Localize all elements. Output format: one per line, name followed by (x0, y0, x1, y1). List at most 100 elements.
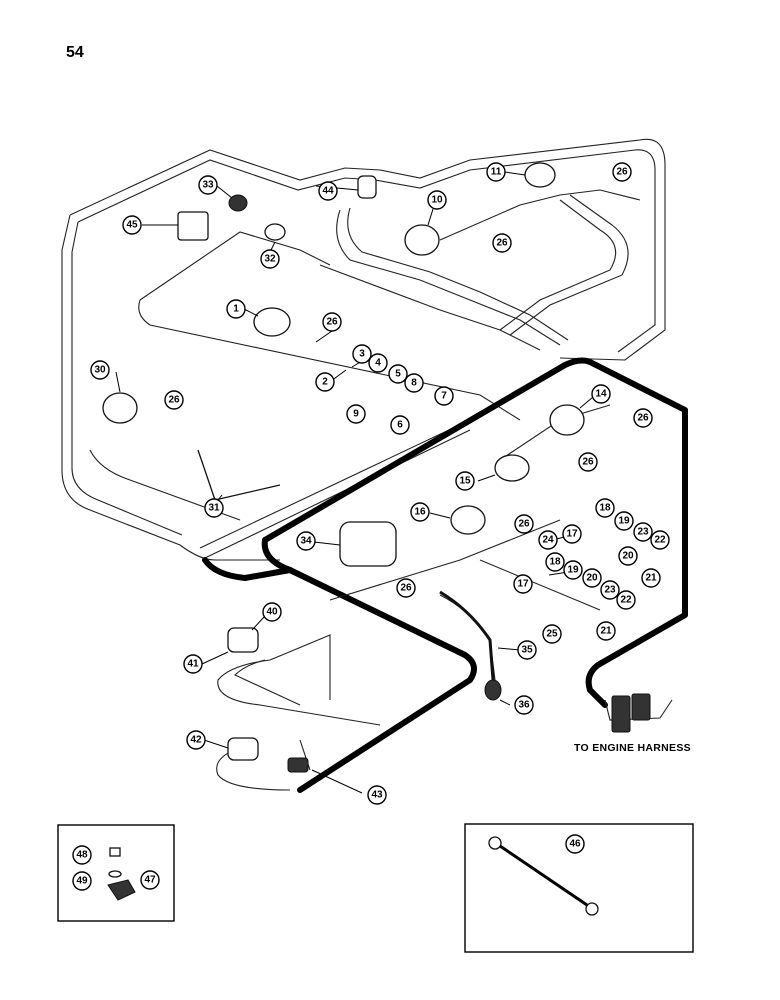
callout-41: 41 (183, 654, 203, 674)
callout-48: 48 (72, 845, 92, 865)
callout-circle (545, 552, 565, 572)
main-harness (202, 357, 688, 793)
callout-26g: 26 (514, 514, 534, 534)
clip-47 (107, 879, 136, 901)
callout-26a: 26 (322, 312, 342, 332)
strap-eye-right (585, 902, 599, 916)
callout-number: 17 (566, 529, 578, 540)
callout-circle (641, 568, 661, 588)
callout-number: 31 (208, 503, 220, 514)
callout-circle (618, 546, 638, 566)
callout-circle (562, 524, 582, 544)
callout-circle (596, 621, 616, 641)
engine-connector (611, 695, 631, 733)
callout-circle (367, 785, 387, 805)
callout-number: 23 (637, 527, 649, 538)
callout-6: 6 (390, 415, 410, 435)
callout-number: 8 (411, 378, 417, 389)
bulb-36 (484, 679, 502, 701)
lamp-32 (264, 223, 286, 241)
page-number: 54 (66, 44, 84, 61)
callout-4: 4 (368, 353, 388, 373)
callout-circle (352, 344, 372, 364)
callout-35: 35 (517, 640, 537, 660)
callout-circle (565, 834, 585, 854)
callout-number: 20 (622, 551, 634, 562)
callout-number: 44 (322, 186, 334, 197)
callout-number: 21 (600, 626, 612, 637)
callout-19a: 19 (614, 511, 634, 531)
callout-number: 26 (496, 238, 508, 249)
callout-number: 21 (645, 573, 657, 584)
callout-circle (260, 249, 280, 269)
callout-circle (514, 695, 534, 715)
callout-23b: 23 (600, 580, 620, 600)
callout-number: 14 (595, 389, 607, 400)
callout-21a: 21 (641, 568, 661, 588)
ground-strap-46 (499, 844, 588, 907)
callout-22b: 22 (616, 590, 636, 610)
callout-10: 10 (427, 190, 447, 210)
callout-number: 16 (414, 507, 426, 518)
callout-number: 24 (542, 535, 554, 546)
callout-number: 26 (637, 413, 649, 424)
callout-number: 36 (518, 700, 530, 711)
callout-49: 49 (72, 871, 92, 891)
callout-circle (390, 415, 410, 435)
callout-46: 46 (565, 834, 585, 854)
callout-circle (186, 730, 206, 750)
callout-circle (612, 162, 632, 182)
callout-circle (434, 386, 454, 406)
callout-33: 33 (198, 175, 218, 195)
callout-42: 42 (186, 730, 206, 750)
callout-number: 9 (353, 409, 359, 420)
callout-20b: 20 (582, 568, 602, 588)
connector-43 (287, 757, 309, 773)
callout-21b: 21 (596, 621, 616, 641)
callout-circle (140, 870, 160, 890)
callout-circle (650, 530, 670, 550)
key-switch-40 (227, 627, 259, 653)
gauge-30 (102, 392, 138, 424)
callout-number: 46 (569, 839, 581, 850)
callout-number: 23 (604, 585, 616, 596)
callout-circle (455, 471, 475, 491)
callout-17a: 17 (562, 524, 582, 544)
callout-30: 30 (90, 360, 110, 380)
callout-20a: 20 (618, 546, 638, 566)
callout-number: 20 (586, 573, 598, 584)
callout-5: 5 (388, 364, 408, 384)
callout-47: 47 (140, 870, 160, 890)
callout-32: 32 (260, 249, 280, 269)
callout-number: 17 (517, 579, 529, 590)
gauge-1 (253, 307, 291, 337)
tachometer-34 (339, 521, 397, 567)
callout-number: 48 (76, 850, 88, 861)
gauge-16 (450, 505, 486, 535)
parts (102, 162, 651, 773)
callout-number: 19 (567, 565, 579, 576)
callout-number: 45 (126, 220, 138, 231)
callout-number: 42 (190, 735, 202, 746)
callout-circle (616, 590, 636, 610)
callout-circle (595, 498, 615, 518)
callout-circle (204, 498, 224, 518)
callout-number: 25 (546, 629, 558, 640)
callout-number: 1 (233, 304, 239, 315)
callout-1: 1 (226, 299, 246, 319)
callout-14: 14 (591, 384, 611, 404)
callout-circle (538, 530, 558, 550)
callout-circle (388, 364, 408, 384)
callout-number: 26 (168, 395, 180, 406)
callout-circle (226, 299, 246, 319)
callout-number: 10 (431, 195, 443, 206)
switch-42 (227, 737, 259, 761)
callout-number: 32 (264, 254, 276, 265)
callout-circle (404, 373, 424, 393)
callout-25: 25 (542, 624, 562, 644)
gauge-15 (494, 454, 530, 482)
callout-24: 24 (538, 530, 558, 550)
callout-number: 11 (491, 167, 502, 178)
washer-49 (108, 870, 122, 878)
callout-number: 5 (395, 369, 401, 380)
